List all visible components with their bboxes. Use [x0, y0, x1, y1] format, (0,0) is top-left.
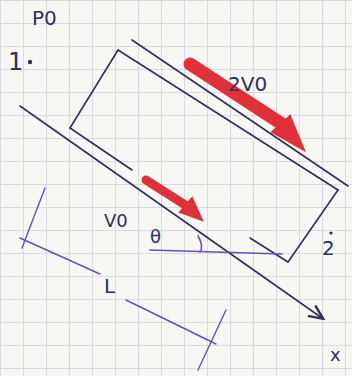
length-label: L: [104, 276, 115, 296]
axis-label: x: [330, 346, 341, 364]
point-number: 1: [8, 50, 23, 74]
velocity-label: 2V0: [228, 74, 267, 94]
point-number: 2: [322, 238, 335, 258]
point-label: P0: [32, 8, 57, 28]
angle-label: θ: [150, 228, 161, 246]
velocity-label: V0: [104, 212, 128, 230]
